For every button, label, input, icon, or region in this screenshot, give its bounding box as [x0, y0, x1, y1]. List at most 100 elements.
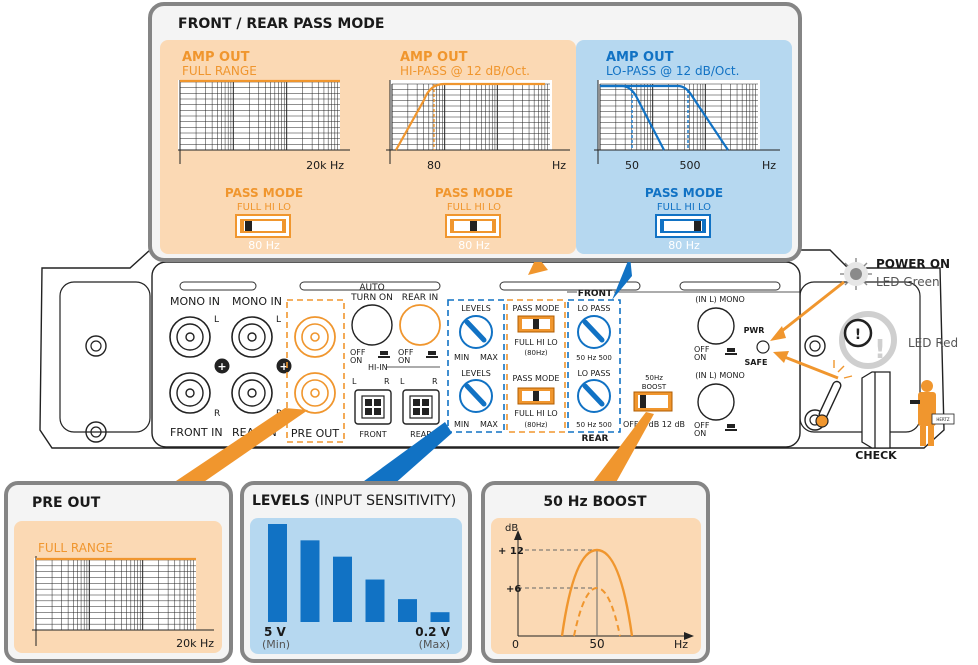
mono-section: (IN L) MONO OFF ON (IN L) MONO OFF ON [694, 295, 745, 438]
switch-title-1: PASS MODE [225, 186, 303, 200]
levels-pointer [360, 422, 452, 486]
svg-text:+: + [217, 360, 226, 373]
off-label-2: OFF [398, 348, 414, 357]
hi-in-l2: L [400, 377, 405, 386]
levels-max-value: 0.2 V [415, 625, 450, 639]
levels-bar [430, 612, 450, 622]
r-label: R [214, 409, 220, 419]
full-range-freq: 20k Hz [306, 159, 344, 172]
boost-origin: 0 [512, 638, 519, 651]
switch-freq-3: 80 Hz [668, 239, 700, 252]
boost-y-unit: dB [505, 523, 518, 534]
hi-pass-grid [391, 83, 550, 151]
hi-pass-response [395, 82, 545, 151]
levels-bar [268, 524, 287, 622]
on-label-2: ON [398, 356, 410, 365]
front-in-label: FRONT IN [170, 426, 223, 439]
lo-pass-tick-low: 50 [625, 159, 639, 172]
front-connector-label: FRONT [359, 430, 386, 439]
switch-lo-pass-knob [694, 221, 701, 231]
mono-in-jack-l2[interactable] [231, 316, 273, 358]
pass-mode-switch-front[interactable] [517, 315, 555, 333]
switch-title-3: PASS MODE [645, 186, 723, 200]
speaker-icon [861, 371, 891, 449]
lo-pass-knob-front[interactable] [577, 315, 611, 349]
auto-turn-on-section: AUTO TURN ON OFF ON REAR IN OFF ON [350, 283, 441, 365]
pm-positions-2: FULL HI LO [514, 409, 557, 418]
rear-in-knob[interactable] [399, 304, 441, 346]
pre-out-label: PRE OUT [291, 427, 339, 440]
switch-title-2: PASS MODE [435, 186, 513, 200]
l-label-2: L [276, 315, 281, 325]
front-hi-in-connector[interactable] [354, 389, 392, 425]
pass-mode-switch-rear[interactable] [517, 387, 555, 405]
hi-in-label: HI-IN [368, 363, 388, 372]
l-label: L [214, 315, 219, 325]
lo-pass-unit: Hz [762, 159, 776, 172]
pre-out-jack-top[interactable] [294, 316, 336, 358]
switch-lo-pass: PASS MODE FULL HI LO 80 Hz [645, 186, 723, 252]
mono-knob-rear[interactable] [697, 383, 735, 421]
levels-label-2: LEVELS [461, 369, 491, 378]
pre-out-section: PRE OUT [286, 299, 345, 443]
pwr-label: PWR [744, 326, 765, 335]
lo-pass-knob-rear[interactable] [577, 379, 611, 413]
lo-pass-tick-high: 500 [680, 159, 701, 172]
lo-pass-label-2: LO PASS [578, 369, 611, 378]
check-label: CHECK [855, 449, 897, 462]
full-range-heading: AMP OUT [182, 50, 250, 65]
warning-icon: ! ! [839, 311, 897, 369]
levels-knob-rear[interactable] [459, 379, 493, 413]
lo-pass-grid [599, 83, 758, 151]
rca-inputs: + + [169, 316, 292, 414]
rear-in-switch-label: REAR IN [402, 293, 439, 303]
levels-bar [333, 556, 352, 622]
pass-mode-callout-title: FRONT / REAR PASS MODE [178, 16, 384, 32]
svg-text:!: ! [855, 327, 861, 343]
thermometer-icon [815, 360, 853, 428]
boost-pointer [590, 412, 654, 486]
levels-label-1: LEVELS [461, 304, 491, 313]
boost-curve-6db [573, 586, 621, 637]
mono-in-jack-l[interactable] [169, 316, 211, 358]
rear-hi-in-connector[interactable] [402, 389, 440, 425]
boost-switch[interactable] [633, 391, 673, 412]
min-label-2: MIN [454, 420, 469, 429]
full-range-chart: AMP OUT FULL RANGE 20k Hz [178, 50, 350, 172]
hi-pass-heading: AMP OUT [400, 50, 468, 65]
in-l-mono-1: (IN L) MONO [695, 295, 745, 304]
switch-positions-3: FULL HI LO [657, 202, 711, 213]
lo-pass-response-500 [600, 84, 729, 151]
front-in-jack-r[interactable] [169, 372, 211, 414]
levels-bar [300, 540, 320, 622]
pass-mode-label-2: PASS MODE [513, 374, 560, 383]
lp-scale-1: 50 Hz 500 [576, 354, 612, 362]
switch-positions-1: FULL HI LO [237, 202, 291, 213]
led-green-label: LED Green [876, 275, 940, 289]
boost-title-2: BOOST [642, 383, 667, 391]
rca-labels: MONO IN MONO IN L L R R FRONT IN REAR IN [170, 295, 282, 439]
pm-freq-2: (80Hz) [524, 421, 548, 429]
hi-in-r: R [384, 377, 390, 386]
switch-freq-1: 80 Hz [248, 239, 280, 252]
levels-bar [365, 579, 385, 622]
pre-out-jack-bottom[interactable] [294, 372, 336, 414]
hi-in-section: HI-IN L R L R FRONT REAR [352, 363, 440, 439]
boost-title-1: 50Hz [645, 374, 663, 382]
pre-out-callout: PRE OUT FULL RANGE 20k Hz [4, 481, 233, 663]
pwr-safe-led: PWR SAFE [744, 326, 770, 367]
switch-full-range: PASS MODE FULL HI LO 80 Hz [225, 186, 303, 252]
max-label-1: MAX [480, 353, 498, 362]
mono-knob-front[interactable] [697, 307, 735, 345]
safe-label: SAFE [745, 358, 768, 367]
rear-in-jack-r[interactable] [231, 372, 273, 414]
auto-turn-on-knob[interactable] [351, 304, 393, 346]
levels-knob-front[interactable] [459, 315, 493, 349]
auto-label-2: TURN ON [350, 293, 393, 303]
boost-tick-12: + 12 [498, 546, 524, 557]
full-range-grid [179, 81, 340, 151]
hi-pass-tick: 80 [427, 159, 441, 172]
pre-out-title: PRE OUT [32, 495, 101, 511]
led-glow-icon [840, 258, 872, 290]
auto-label-1: AUTO [359, 283, 384, 293]
